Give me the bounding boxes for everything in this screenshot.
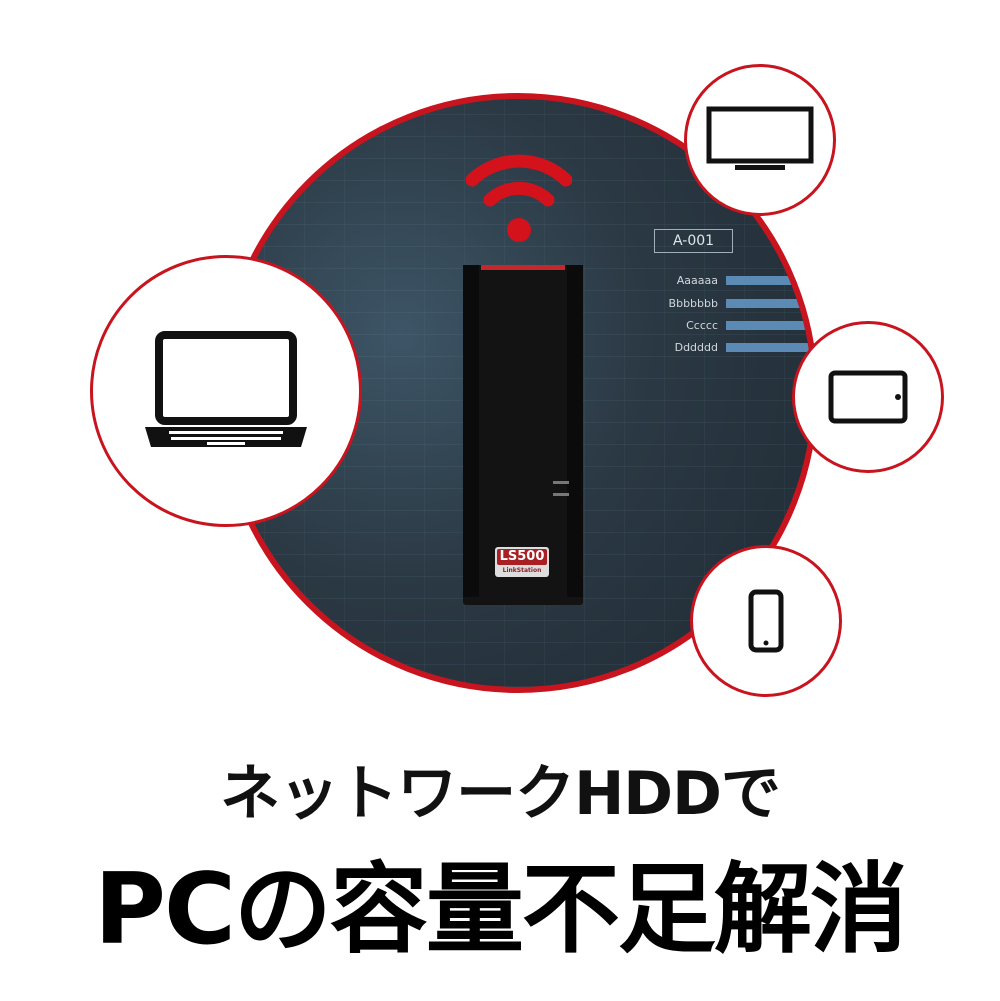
brand-label: LinkStation <box>502 567 542 574</box>
row-label: Dddddd <box>674 341 718 354</box>
chart-row: Aaaaaa <box>654 274 812 287</box>
tablet-circle <box>792 321 944 473</box>
row-label: Aaaaaa <box>676 274 718 287</box>
headline-line2: PCの容量不足解消 <box>94 853 908 967</box>
tablet-icon <box>828 370 908 424</box>
model-label: LS500 <box>497 549 547 565</box>
chart-box-label: A-001 <box>654 229 734 253</box>
laptop-icon <box>145 331 307 447</box>
wifi-icon <box>466 154 572 242</box>
nas-device: LS500 LinkStation <box>463 265 583 605</box>
chart-row: Bbbbbbb <box>654 297 812 310</box>
smartphone-icon <box>748 589 784 653</box>
laptop-circle <box>90 255 362 527</box>
smartphone-circle <box>690 545 842 697</box>
row-label: Bbbbbbb <box>668 297 718 310</box>
tv-icon <box>706 106 814 170</box>
row-label: Ccccc <box>686 319 718 332</box>
tv-circle <box>684 64 836 216</box>
model-badge: LS500 LinkStation <box>495 547 549 577</box>
chart-row: Dddddd <box>654 341 812 354</box>
chart-row: Ccccc <box>654 319 812 332</box>
headline-line1: ネットワークHDDで <box>220 759 781 829</box>
